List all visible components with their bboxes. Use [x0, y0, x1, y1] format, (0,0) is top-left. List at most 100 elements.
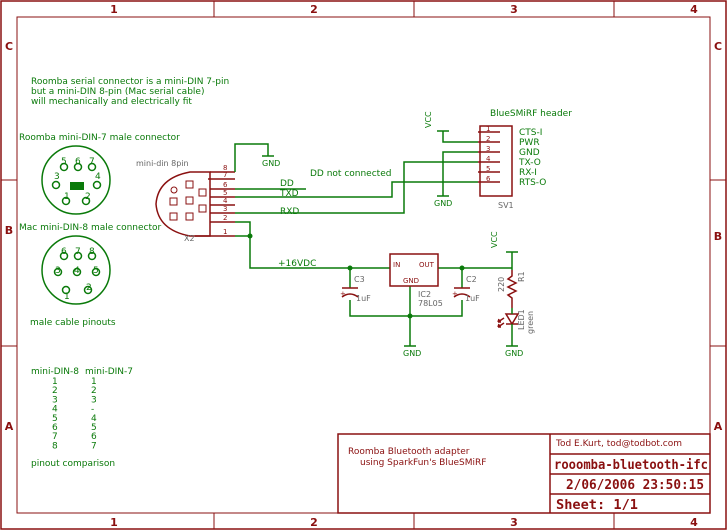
din7-pin-3: 3 [54, 172, 60, 182]
sv1-pin-label-6: RTS-O [519, 178, 546, 188]
pinout-din7-row-8: 7 [91, 441, 97, 451]
pinout-din8-row-4: 4 [52, 405, 58, 415]
din8-pin-3: 3 [55, 266, 61, 276]
notes: Roomba serial connector is a mini-DIN 7-… [31, 77, 229, 107]
din8-title: Mac mini-DIN-8 male connector [19, 223, 162, 233]
ic2-out: OUT [419, 261, 435, 269]
c2-ref: C2 [466, 275, 477, 284]
frame-row-b-left: B [5, 224, 13, 237]
frame-col-4-top: 4 [690, 3, 698, 16]
pinout-din8-row-7: 7 [52, 432, 58, 442]
x2-label: mini-din 8pin [136, 159, 189, 168]
pinout-din7-row-5: 4 [91, 414, 97, 424]
din8-pin-4: 4 [74, 266, 80, 276]
frame-col-1-bottom: 1 [110, 516, 118, 529]
x2-pin-number-3: 3 [223, 205, 227, 213]
svg-text:+: + [452, 290, 458, 298]
net-rxd: RXD [280, 207, 299, 217]
c3-value: 1uF [356, 294, 371, 303]
sv1-pin-number-3: 3 [486, 145, 490, 153]
din8-pin-2: 2 [86, 283, 92, 293]
sv1-pin-number-6: 6 [486, 175, 491, 183]
pinout-header-din7: mini-DIN-7 [85, 367, 133, 377]
sv1-pin-label-1: CTS-I [519, 128, 542, 138]
sv1-pin-label-3: GND [519, 148, 540, 158]
vcc-label-led: VCC [490, 231, 499, 248]
pinout-din8-row-2: 2 [52, 386, 58, 396]
note-line-2: but a mini-DIN 8-pin (Mac serial cable) [31, 87, 204, 97]
din7-pin-6: 6 [75, 157, 81, 167]
din8-pin-8: 8 [89, 247, 95, 257]
x2-pin-number-8: 8 [223, 164, 227, 172]
net-16vdc: +16VDC [278, 259, 316, 269]
pinout-header-din8: mini-DIN-8 [31, 367, 79, 377]
sv1-pin-number-4: 4 [486, 155, 491, 163]
frame-row-a-right: A [714, 420, 723, 433]
note-line-3: will mechanically and electrically fit [31, 97, 192, 107]
x2-pin-number-1: 1 [223, 228, 227, 236]
pinout-caption: pinout comparison [31, 459, 115, 469]
din7-pin-5: 5 [61, 157, 67, 167]
pinout-din8-row-5: 5 [52, 414, 58, 424]
din8-pin-6: 6 [61, 247, 67, 257]
pinout-din7-row-3: 3 [91, 395, 97, 405]
din8-connector: Mac mini-DIN-8 male connector 6 7 8 3 4 … [19, 223, 162, 328]
gnd-label-x2: GND [262, 159, 280, 168]
title-description-2: using SparkFun's BlueSMiRF [360, 458, 486, 468]
title-description-1: Roomba Bluetooth adapter [348, 447, 470, 457]
r1-ref: R1 [517, 271, 526, 282]
led1-value: green [526, 311, 535, 334]
gnd-label-ic: GND [403, 349, 421, 358]
title-sheet: Sheet: 1/1 [556, 498, 638, 513]
frame-row-c-left: C [5, 40, 13, 53]
x2-pin-number-4: 4 [223, 197, 228, 205]
pinout-din8-row-8: 8 [52, 441, 58, 451]
title-author: Tod E.Kurt, tod@todbot.com [555, 439, 682, 449]
c2-value: 1uF [465, 294, 480, 303]
din8-pin-7: 7 [75, 247, 81, 257]
pinout-din7-row-2: 2 [91, 386, 97, 396]
frame-row-a-left: A [5, 420, 14, 433]
x2-pin-number-5: 5 [223, 189, 227, 197]
sv1-pin-label-2: PWR [519, 138, 540, 148]
pinout-din8-row-3: 3 [52, 395, 58, 405]
led1: LED1 green [497, 308, 535, 334]
pinout-din7-row-6: 5 [91, 423, 97, 433]
sv1-title: BlueSMiRF header [490, 109, 572, 119]
pinout-din8-row-1: 1 [52, 377, 58, 387]
frame-row-b-right: B [714, 230, 722, 243]
note-line-1: Roomba serial connector is a mini-DIN 7-… [31, 77, 229, 87]
din7-pin-2: 2 [85, 192, 91, 202]
din8-caption: male cable pinouts [30, 318, 116, 328]
frame-col-4-bottom: 4 [690, 516, 698, 529]
dd-note: DD not connected [310, 169, 391, 179]
din7-pin-1: 1 [64, 192, 70, 202]
pinout-din7-row-1: 1 [91, 377, 97, 387]
ic2-ref: IC2 [418, 290, 431, 299]
pinout-din7-row-7: 6 [91, 432, 97, 442]
title-date: 2/06/2006 23:50:15 [566, 478, 704, 493]
x2-pin-number-2: 2 [223, 214, 227, 222]
gnd-label-sv1: GND [434, 199, 452, 208]
ic2-regulator: IN OUT GND IC2 78L05 [389, 253, 443, 308]
x2-ref: X2 [184, 234, 195, 243]
vcc-label-sv1: VCC [424, 111, 433, 128]
sv1-pin-label-4: TX-O [518, 158, 541, 168]
r1-resistor: 220 R1 [497, 270, 526, 308]
sv1-pin-number-5: 5 [486, 165, 490, 173]
frame-col-2-bottom: 2 [310, 516, 318, 529]
frame-col-2-top: 2 [310, 3, 318, 16]
sv1-pin-label-5: RX-I [519, 168, 537, 178]
din7-connector: Roomba mini-DIN-7 male connector 5 6 7 3… [19, 133, 180, 215]
x2-pin-number-7: 7 [223, 171, 227, 179]
frame-col-1-top: 1 [110, 3, 118, 16]
frame-row-c-right: C [714, 40, 722, 53]
led1-ref: LED1 [517, 309, 526, 330]
sv1-ref: SV1 [498, 201, 514, 210]
c2-capacitor: + C2 1uF [452, 275, 480, 303]
